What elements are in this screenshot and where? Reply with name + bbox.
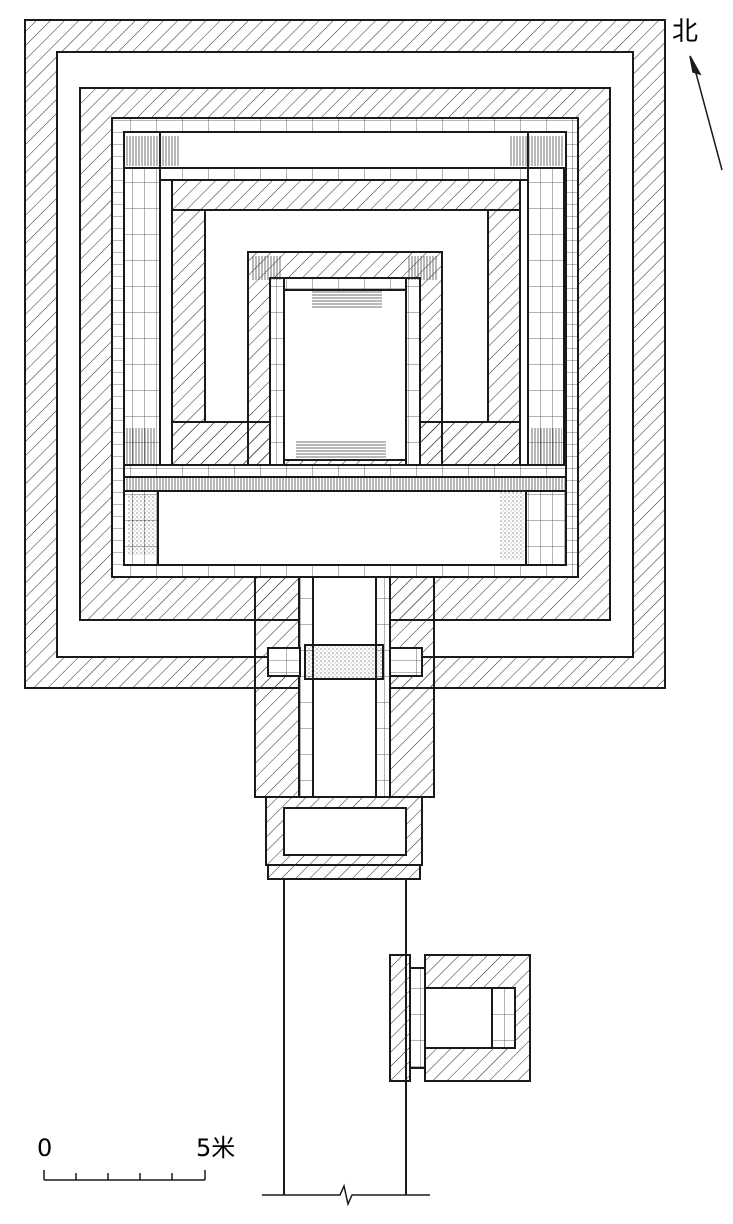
entrance-west-bricks: [298, 576, 314, 798]
front-chamber-east-bricks: [525, 490, 567, 566]
inner-chamber-north-bricks: [283, 277, 407, 291]
entrance-passage: [312, 576, 377, 798]
side-niche-brick-lining: [491, 987, 516, 1049]
entrance-east-wall: [389, 576, 435, 798]
ramp-break-line: [262, 1183, 430, 1207]
north-label: 北: [672, 17, 699, 47]
front-transverse-chamber: [157, 490, 527, 566]
stipple-patch: [408, 256, 438, 280]
stipple-patch: [500, 490, 524, 560]
scale-end-label: 5米: [196, 1134, 236, 1162]
north-corridor-brick-row: [159, 167, 529, 181]
side-niche-door-bricks: [409, 967, 426, 1069]
entrance-crossbeam-west: [267, 647, 301, 677]
front-chamber-vertical-bricks: [123, 476, 567, 492]
inner-chamber-west-bricks: [269, 277, 285, 466]
outer-enclosure-wall: [24, 19, 666, 689]
entrance-west-wall: [254, 576, 300, 798]
south-antechamber: [283, 807, 407, 856]
west-corridor-bricks: [123, 167, 161, 469]
stipple-patch: [530, 428, 562, 464]
stipple-patch: [312, 290, 382, 308]
stipple-patch: [296, 440, 386, 460]
inner-coffin-chamber: [283, 289, 407, 461]
entrance-crossbeam-east: [389, 647, 423, 677]
stipple-patch: [126, 136, 180, 166]
stipple-patch: [252, 256, 282, 280]
entrance-crossbeam-center: [304, 644, 384, 680]
side-niche-door-block: [389, 954, 411, 1082]
scale-start-label: 0: [37, 1134, 53, 1162]
south-antechamber-threshold: [267, 864, 421, 880]
middle-chamber-southwest-block: [171, 421, 271, 466]
stipple-patch: [126, 428, 156, 464]
middle-chamber-southeast-block: [419, 421, 521, 466]
east-corridor-bricks: [527, 167, 565, 469]
inner-chamber-east-bricks: [405, 277, 421, 466]
stipple-patch: [510, 136, 564, 166]
stipple-patch: [128, 495, 156, 555]
entrance-east-bricks: [375, 576, 391, 798]
north-arrow-icon: [689, 55, 723, 171]
front-chamber-brick-row: [123, 464, 567, 478]
scale-bar: [43, 1170, 206, 1181]
north-corridor: [159, 131, 529, 169]
